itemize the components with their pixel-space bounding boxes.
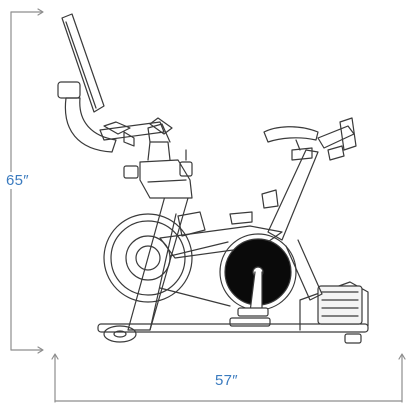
width-right-arrow bbox=[398, 353, 406, 360]
base-rail bbox=[97, 323, 369, 333]
touchscreen-display bbox=[61, 13, 105, 113]
front-flywheel bbox=[103, 213, 193, 303]
bottle-holder bbox=[229, 211, 253, 225]
front-transport-wheel bbox=[103, 325, 137, 343]
front-flywheel-cover bbox=[103, 213, 193, 303]
rear-storage-box bbox=[317, 285, 363, 325]
resistance-housing bbox=[139, 159, 193, 199]
rear-leveler-foot bbox=[344, 333, 362, 344]
drive-system bbox=[159, 233, 297, 317]
saddle-post bbox=[295, 139, 301, 151]
housing-seam bbox=[147, 179, 187, 183]
front-flywheel-hub bbox=[135, 245, 161, 271]
aero-bar-mount bbox=[123, 131, 135, 147]
height-bottom-arrow bbox=[37, 346, 44, 354]
handlebar-post bbox=[147, 141, 171, 161]
handlebar-grip-front bbox=[103, 121, 131, 135]
width-dimension bbox=[51, 353, 406, 403]
resistance-knob bbox=[179, 161, 193, 177]
display-assembly bbox=[57, 13, 117, 153]
seat-tube bbox=[267, 149, 319, 241]
width-left-arrow bbox=[51, 353, 59, 360]
bike-base bbox=[97, 281, 369, 344]
height-dimension-label: 65″ bbox=[3, 172, 32, 189]
drive-belt-top bbox=[169, 241, 229, 257]
seat-rail-bracket bbox=[317, 125, 355, 149]
top-frame-beam bbox=[159, 225, 283, 259]
pedal bbox=[237, 307, 269, 317]
side-bracket bbox=[261, 189, 279, 209]
front-wheel-hub bbox=[113, 330, 127, 338]
handlebar-grip-top bbox=[149, 117, 173, 135]
frame-knuckle bbox=[177, 211, 206, 237]
width-dimension-label: 57″ bbox=[212, 372, 241, 389]
seat-assembly bbox=[263, 117, 357, 161]
height-top-arrow bbox=[37, 8, 44, 16]
resistance-assembly bbox=[123, 149, 193, 199]
screen-arm bbox=[64, 97, 117, 153]
rear-stabilizer bbox=[299, 281, 369, 331]
drive-belt-bottom bbox=[159, 287, 231, 307]
center-foot bbox=[229, 317, 271, 327]
front-flywheel-inner bbox=[125, 235, 171, 281]
seat-saddle bbox=[263, 126, 319, 143]
front-flywheel-ring bbox=[110, 220, 186, 296]
seat-rear-clamp bbox=[339, 117, 357, 151]
handlebar-assembly bbox=[99, 117, 173, 161]
screen-mount bbox=[57, 81, 81, 99]
seat-adjust-knob bbox=[327, 145, 345, 161]
screen-bezel-edge bbox=[65, 21, 97, 109]
seat-post-collar bbox=[291, 147, 313, 161]
left-bracket bbox=[123, 165, 139, 179]
front-tube-inner-edge bbox=[149, 213, 177, 331]
rear-frame-leg bbox=[285, 239, 323, 301]
